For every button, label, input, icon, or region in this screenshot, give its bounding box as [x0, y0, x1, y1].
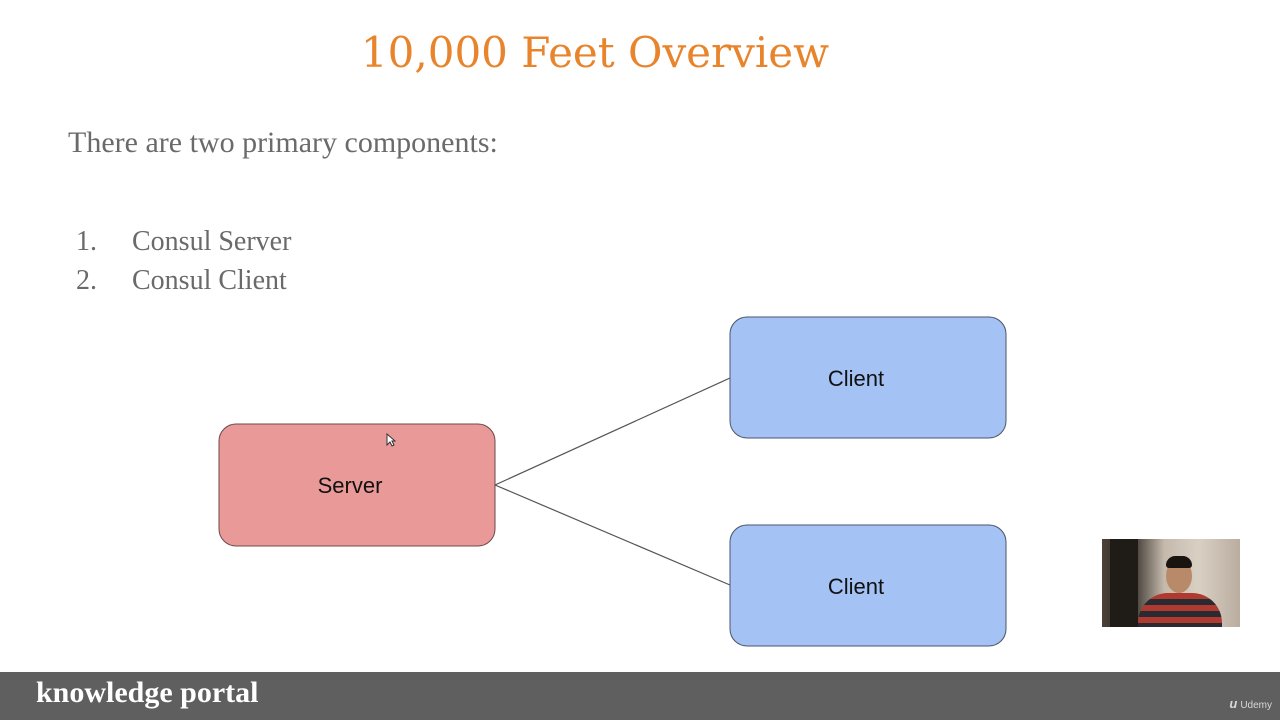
list-item: 2. Consul Client	[76, 263, 291, 302]
list-item-text: Consul Server	[132, 226, 292, 257]
connector-server-to-client-top	[494, 377, 731, 486]
presenter-webcam-overlay	[1102, 539, 1240, 627]
webcam-background-door	[1110, 539, 1138, 627]
udemy-label: Udemy	[1240, 700, 1272, 711]
list-item-number: 1.	[76, 226, 97, 257]
list-item: 1. Consul Server	[76, 224, 291, 263]
server-node-label: Server	[318, 473, 383, 498]
server-client-diagram: Server Client Client	[218, 316, 1007, 647]
slide-title: 10,000 Feet Overview	[360, 28, 830, 77]
udemy-logo-icon: u	[1229, 696, 1238, 711]
mouse-cursor-icon	[386, 433, 396, 447]
presenter-hair	[1166, 556, 1192, 568]
client-node-top	[729, 316, 1007, 439]
connector-server-to-client-bottom	[494, 484, 731, 586]
list-item-number: 2.	[76, 265, 97, 296]
client-node-top-label: Client	[828, 366, 884, 391]
slide-intro-text: There are two primary components:	[68, 126, 498, 159]
brand-logo-text: knowledge portal	[36, 676, 259, 709]
list-item-text: Consul Client	[132, 265, 287, 296]
slide: 10,000 Feet Overview There are two prima…	[68, 28, 1240, 647]
server-node	[218, 423, 496, 547]
client-node-bottom-label: Client	[828, 574, 884, 599]
presenter-body	[1138, 593, 1222, 627]
component-list: 1. Consul Server 2. Consul Client	[76, 224, 291, 302]
client-node-bottom	[729, 524, 1007, 647]
